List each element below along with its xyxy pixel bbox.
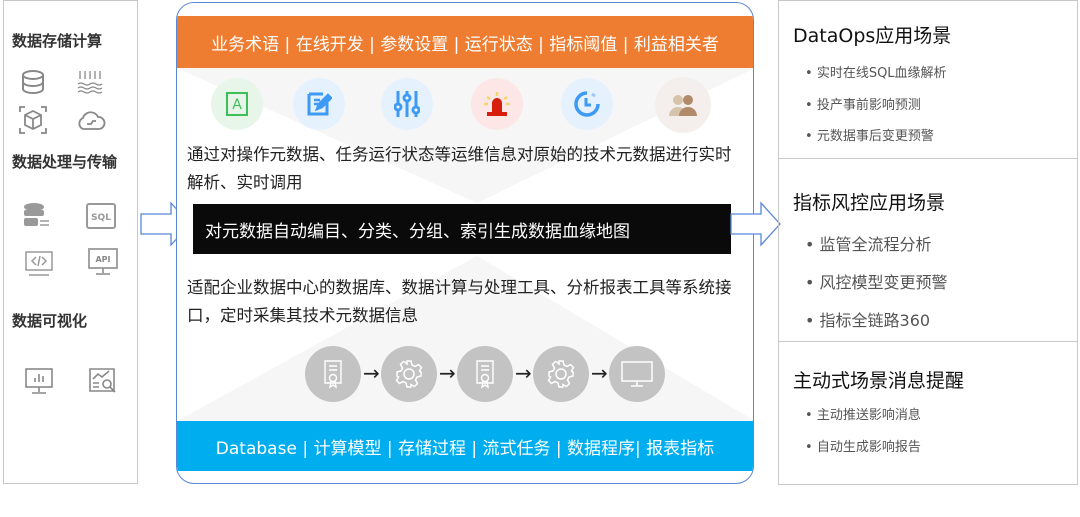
lineage-map-bar: 对元数据自动编目、分类、分组、索引生成数据血缘地图 [193,204,731,254]
left-panel: 数据存储计算 数据处理与传输 SQL API 数据可视化 [3,0,138,484]
section-title-visualization: 数据可视化 [12,312,88,330]
list-item: 风控模型变更预警 [805,269,948,293]
gear-icon [533,346,589,402]
flow-arrow: → [515,361,532,385]
chart-monitor-icon [25,368,53,394]
clock-icon [561,78,613,130]
section-title: 指标风控应用场景 [793,192,946,214]
monitor-icon [609,346,665,402]
cube-icon [19,106,47,134]
section-title: DataOps应用场景 [793,25,952,47]
code-monitor-icon [25,251,53,276]
sliders-icon [381,78,433,130]
list-item: 元数据事后变更预警 [805,125,934,144]
section-title-processing: 数据处理与传输 [12,153,118,171]
section-title-storage: 数据存储计算 [12,32,103,50]
right-panel: DataOps应用场景 实时在线SQL血缘解析 投产事前影响预测 元数据事后变更… [778,0,1078,485]
sql-icon: SQL [86,203,116,229]
users-icon [655,77,711,133]
analytics-search-icon [89,368,116,393]
binary-data-lake-icon [77,71,103,94]
business-terms-bar: 业务术语 | 在线开发 | 参数设置 | 运行状态 | 指标阈值 | 利益相关者 [177,16,753,68]
database-icon [22,70,44,95]
dataops-section: DataOps应用场景 实时在线SQL血缘解析 投产事前影响预测 元数据事后变更… [779,1,1077,159]
svg-text:SQL: SQL [91,213,111,223]
certificate-icon [457,346,513,402]
svg-text:API: API [95,255,110,264]
list-item: 自动生成影响报告 [805,436,921,455]
risk-control-section: 指标风控应用场景 监管全流程分析 风控模型变更预警 指标全链路360 [779,159,1077,342]
data-sources-bar: Database | 计算模型 | 存储过程 | 流式任务 | 数据程序| 报表… [177,421,753,471]
database-sync-icon [24,203,49,226]
certificate-icon [305,346,361,402]
gear-icon [381,346,437,402]
list-item: 投产事前影响预测 [805,94,921,113]
center-panel: 业务术语 | 在线开发 | 参数设置 | 运行状态 | 指标阈值 | 利益相关者… [176,2,754,484]
edit-icon [293,78,345,130]
cloud-icon [78,111,106,130]
list-item: 实时在线SQL血缘解析 [805,62,947,81]
text-a-icon: A [211,78,263,130]
flow-arrow: → [363,361,380,385]
flow-arrow: → [439,361,456,385]
right-arrow-right [730,201,781,247]
alarm-icon [471,78,523,130]
flow-arrow: → [591,361,608,385]
notification-section: 主动式场景消息提醒 主动推送影响消息 自动生成影响报告 [779,342,1077,484]
section-title: 主动式场景消息提醒 [793,370,965,392]
collection-description: 适配企业数据中心的数据库、数据计算与处理工具、分析报表工具等系统接口，定时采集其… [187,278,732,325]
list-item: 指标全链路360 [805,307,931,331]
metadata-parse-description: 通过对操作元数据、任务运行状态等运维信息对原始的技术元数据进行实时解析、实时调用 [187,145,732,192]
list-item: 监管全流程分析 [805,231,932,255]
api-monitor-icon: API [88,248,118,275]
svg-text:A: A [232,97,242,113]
list-item: 主动推送影响消息 [805,404,921,423]
